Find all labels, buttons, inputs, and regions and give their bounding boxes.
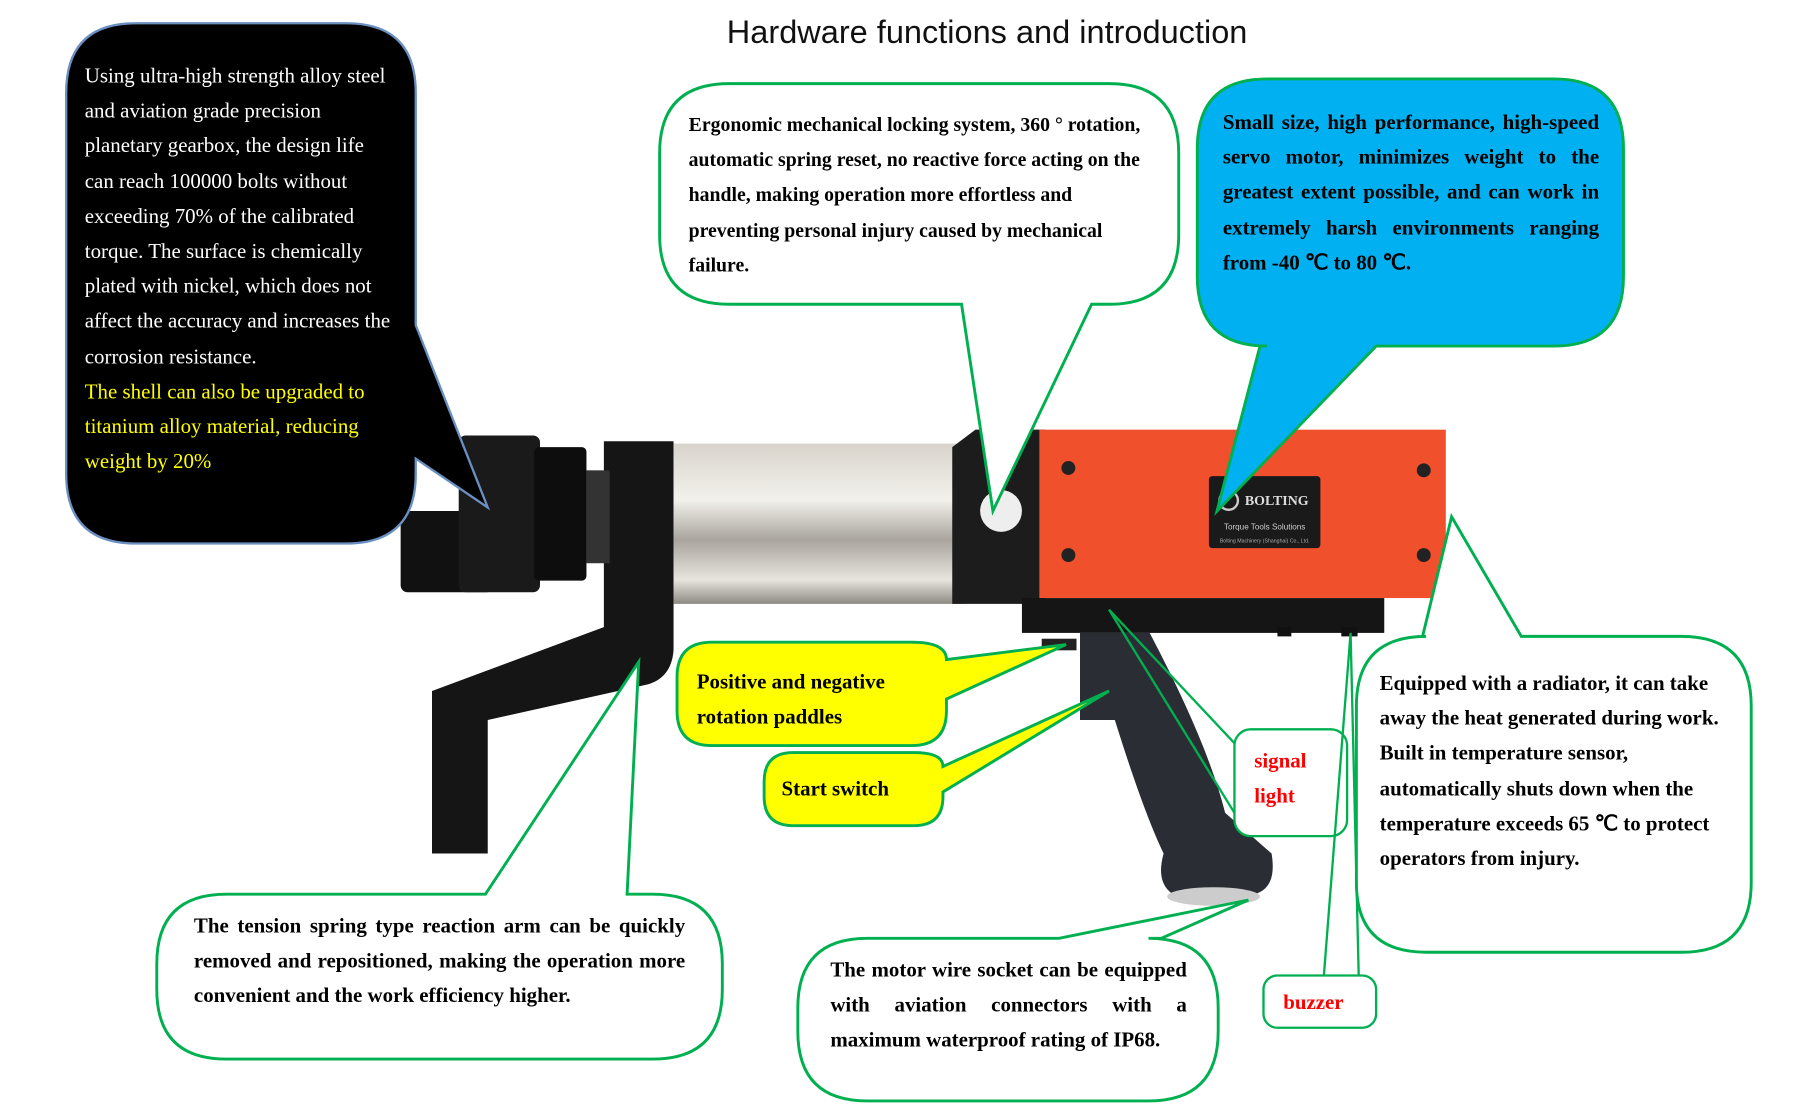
gearbox-cylinder: [673, 443, 964, 604]
callout-signal-light: signal light: [1254, 749, 1307, 808]
callout-reaction-arm: The tension spring type reaction arm can…: [193, 913, 686, 1008]
callout-socket-shape: [796, 898, 1249, 1103]
callout-signal-shape: [1233, 728, 1349, 838]
radiator-text: Equipped with a radiator, it can take aw…: [1379, 671, 1719, 730]
callout-reaction-shape: [155, 656, 724, 1061]
sensor-text: Built in temperature sensor, automatical…: [1379, 741, 1710, 870]
brand-logo-text: BOLTING: [1245, 494, 1309, 509]
callout-start-switch: Start switch: [781, 776, 889, 801]
callout-start-shape: [762, 689, 1110, 828]
callout-buzzer-shape: [1262, 974, 1378, 1029]
callout-radiator: Equipped with a radiator, it can take aw…: [1380, 665, 1728, 875]
callout-paddles-shape: [675, 640, 1067, 747]
label-company: Bolting Machinery (Shanghai) Co., Ltd.: [1220, 538, 1310, 544]
page-title: Hardware functions and introduction: [726, 13, 1248, 50]
callout-radiator-shape: [1354, 512, 1753, 954]
reaction-arm: [431, 441, 674, 854]
callout-motor-shape: [1195, 77, 1625, 516]
callout-material: Using ultra-high strength alloy steel an…: [85, 58, 396, 479]
callout-material-shape: [65, 22, 491, 545]
callout-locking-shape: [658, 82, 1181, 516]
material-text: Using ultra-high strength alloy steel an…: [84, 63, 391, 368]
callout-paddles: Positive and negative rotation paddles: [696, 670, 885, 729]
callout-locking: Ergonomic mechanical locking system, 360…: [688, 113, 1141, 277]
material-highlight: The shell can also be upgraded to titani…: [84, 379, 365, 473]
label-tagline: Torque Tools Solutions: [1224, 523, 1305, 532]
callout-buzzer: buzzer: [1283, 990, 1344, 1014]
callout-motor: Small size, high performance, high-speed…: [1222, 110, 1600, 274]
pistol-grip: [1079, 632, 1273, 895]
callout-wire-socket: The motor wire socket can be equipped wi…: [830, 958, 1187, 1052]
